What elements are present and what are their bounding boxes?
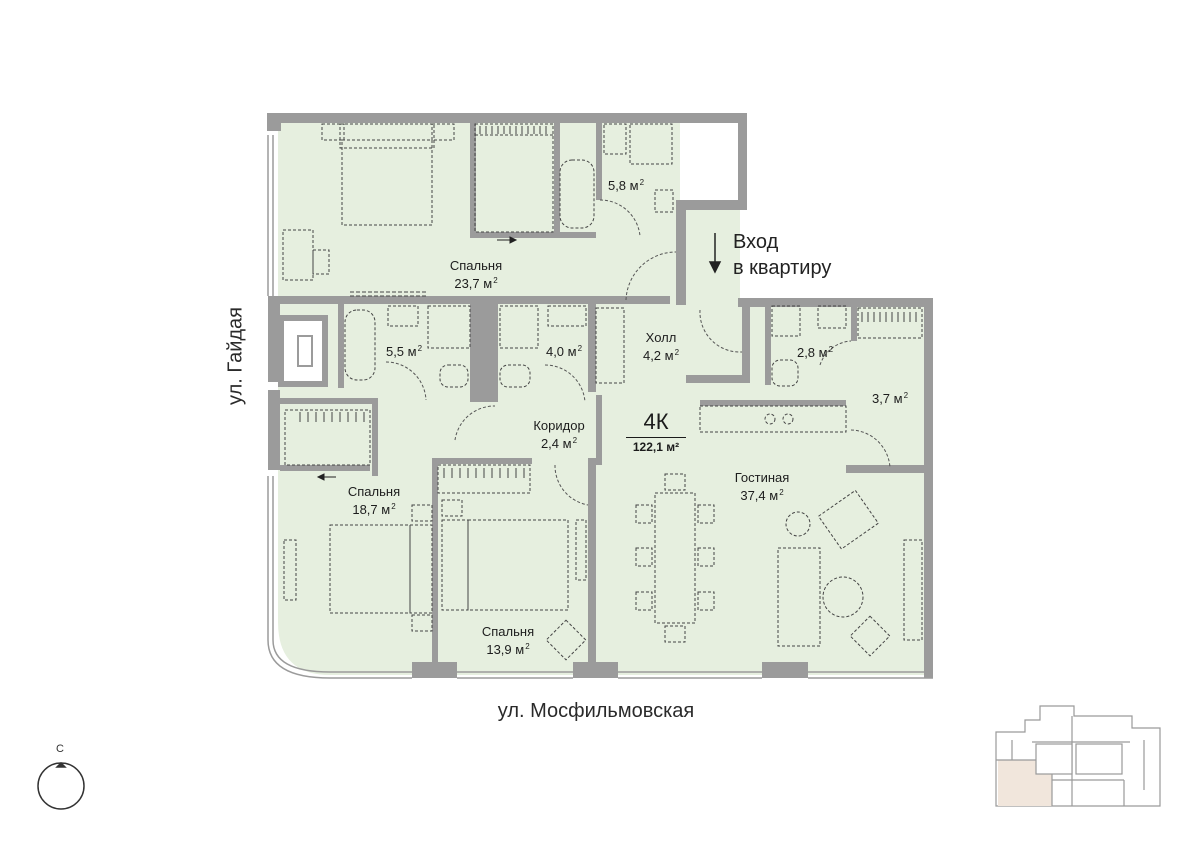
windows — [267, 135, 933, 679]
room-wc-2-8: 2,8 м2 — [796, 345, 834, 360]
room-bedroom-18-7: Спальня 18,7 м2 — [347, 484, 401, 517]
floor-area — [278, 120, 930, 675]
room-bedroom-23-7: Спальня 23,7 м2 — [449, 258, 503, 291]
room-living: Гостиная 37,4 м2 — [734, 470, 790, 503]
room-hall: Холл 4,2 м2 — [642, 330, 680, 363]
street-bottom: ул. Мосфильмовская — [497, 700, 695, 722]
street-left: ул. Гайдая — [224, 307, 247, 405]
room-bathroom-5-8: 5,8 м2 — [607, 178, 645, 193]
room-bathroom-5-5: 5,5 м2 — [385, 344, 423, 359]
walls — [267, 113, 933, 678]
room-corridor: Коридор 2,4 м2 — [533, 418, 585, 451]
total-area: 122,1 м² — [626, 437, 686, 454]
building-key-plan — [995, 705, 1161, 807]
sliding-arrows — [316, 236, 518, 481]
compass-icon — [37, 761, 85, 810]
room-bedroom-13-9: Спальня 13,9 м2 — [481, 624, 535, 657]
wardrobe-hatching — [299, 126, 917, 478]
furniture — [282, 123, 923, 661]
entrance-label: Вход в квартиру — [733, 231, 832, 279]
doors — [385, 199, 891, 506]
room-storage-3-7: 3,7 м2 — [871, 391, 909, 406]
ventilation-shaft — [278, 315, 328, 387]
apartment-type-badge: 4К 122,1 м² — [626, 409, 686, 454]
room-bathroom-4-0: 4,0 м2 — [545, 344, 583, 359]
compass-north-label: С — [56, 743, 64, 755]
entrance-arrow-icon — [708, 233, 722, 274]
